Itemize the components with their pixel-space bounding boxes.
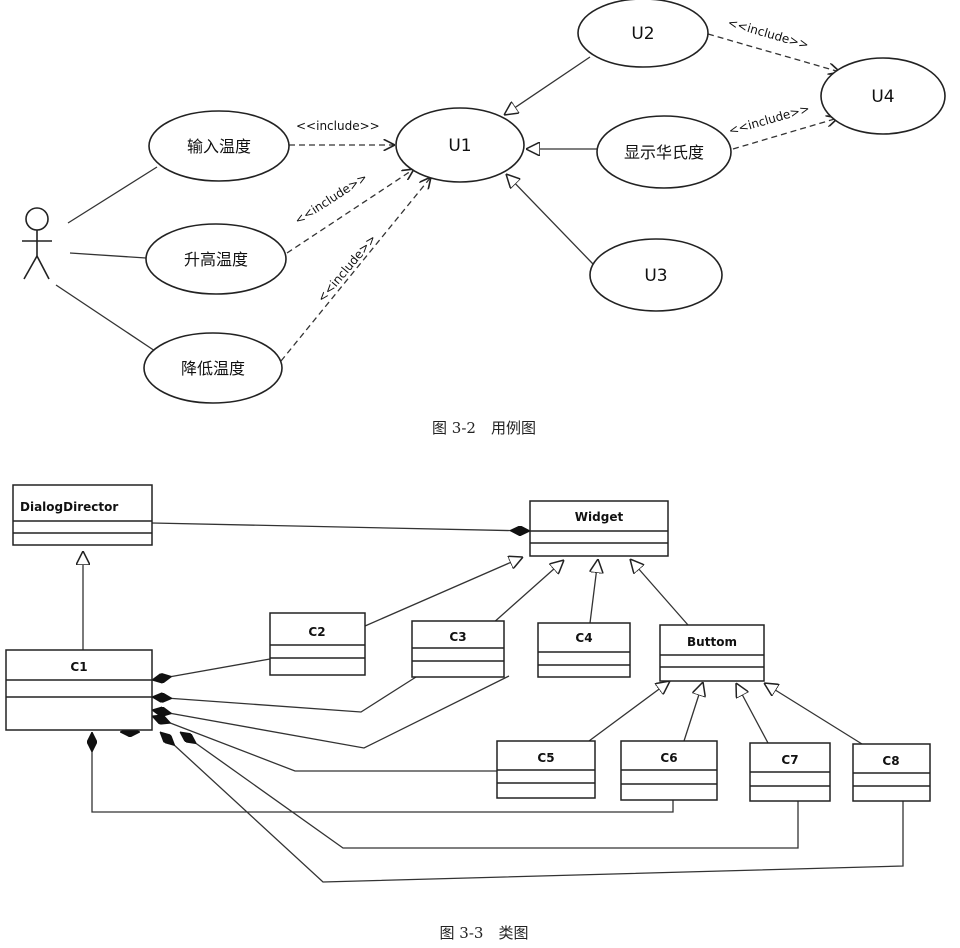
class-buttom-name: Buttom	[687, 635, 737, 649]
generalization-c3-widget	[491, 560, 564, 625]
class-dialogdirector-name: DialogDirector	[20, 500, 118, 514]
generalization-buttom-widget	[630, 559, 689, 626]
association-input-temp	[67, 166, 158, 224]
actor-associations	[55, 166, 158, 352]
association-lower-temp	[55, 284, 156, 352]
class-c8-name: C8	[882, 754, 899, 768]
generalization-u3-u1	[506, 174, 594, 265]
class-c1-name: C1	[70, 660, 87, 674]
aggregation-c1-c3	[152, 676, 417, 713]
class-widget-name: Widget	[575, 510, 624, 524]
class-c4: C4	[537, 622, 631, 678]
include-label-lower-u1: <<include>>	[315, 232, 380, 305]
use-case-u1-label: U1	[448, 136, 471, 156]
include-label-fahrenheit-u4: <<include>>	[727, 101, 811, 138]
generalization-c8-buttom	[764, 683, 863, 745]
use-case-diagram: <<include>> <<include>> <<include>> <<in…	[22, 0, 946, 437]
class-c7-name: C7	[781, 753, 798, 767]
include-arrow-u2-u4	[707, 33, 840, 72]
generalization-u2-u1	[504, 56, 591, 115]
generalization-c4-widget	[590, 559, 598, 624]
class-c6: C6	[620, 740, 718, 801]
aggregation-c1-c5	[152, 716, 497, 772]
use-case-u2-label: U2	[631, 24, 654, 44]
aggregation-c1-c6	[92, 732, 674, 813]
class-c3-name: C3	[449, 630, 466, 644]
aggregation-c1-c2	[152, 658, 271, 680]
use-case-u3-label: U3	[644, 266, 667, 286]
use-case-u4: U4	[820, 57, 946, 135]
association-raise-temp	[69, 252, 147, 259]
aggregation-c1-c4	[152, 675, 510, 749]
include-arrow-fahrenheit-u4	[732, 118, 838, 150]
use-case-u3: U3	[589, 238, 723, 312]
class-diagram: DialogDirector Widget C1 C2 C3	[5, 484, 931, 942]
generalization-c7-buttom	[736, 683, 769, 744]
generalization-c6-buttom	[683, 682, 703, 742]
use-case-lower-temp: 降低温度	[143, 332, 283, 404]
use-case-raise-temp: 升高温度	[145, 223, 287, 295]
include-label-input-u1: <<include>>	[296, 119, 380, 133]
generalization-c5-buttom	[588, 681, 670, 742]
class-c2: C2	[269, 612, 366, 676]
class-c3: C3	[411, 620, 505, 678]
class-c5-name: C5	[537, 751, 554, 765]
class-c1: C1	[5, 649, 153, 731]
use-case-u4-label: U4	[871, 87, 894, 107]
use-case-input-temp: 输入温度	[148, 110, 290, 182]
include-arrow-raise-u1	[286, 169, 414, 254]
class-c6-name: C6	[660, 751, 677, 765]
use-case-diagram-caption: 图 3-2 用例图	[432, 419, 536, 437]
class-diagram-caption: 图 3-3 类图	[440, 924, 529, 942]
class-c4-name: C4	[575, 631, 592, 645]
use-case-u1: U1	[395, 107, 525, 183]
aggregation-c1-c7	[180, 732, 799, 849]
include-arrow-lower-u1	[280, 177, 431, 362]
include-label-u2-u4: <<include>>	[726, 15, 810, 52]
use-case-show-fahrenheit: 显示华氏度	[596, 115, 732, 189]
aggregation-c1-c8	[160, 732, 904, 883]
use-case-input-temp-label: 输入温度	[187, 137, 251, 156]
class-widget: Widget	[529, 500, 669, 557]
use-case-raise-temp-label: 升高温度	[184, 250, 248, 269]
actor-figure	[22, 207, 52, 280]
class-c8: C8	[852, 743, 931, 802]
class-c2-name: C2	[308, 625, 325, 639]
class-c7: C7	[749, 742, 831, 802]
class-c5: C5	[496, 740, 596, 799]
include-label-raise-u1: <<include>>	[292, 170, 370, 227]
use-case-lower-temp-label: 降低温度	[181, 359, 245, 378]
class-dialogdirector: DialogDirector	[12, 484, 153, 546]
class-buttom: Buttom	[659, 624, 765, 682]
generalization-c2-widget	[364, 557, 523, 627]
aggregation-dialogdirector-widget	[151, 522, 530, 531]
use-case-u2: U2	[577, 0, 709, 68]
use-case-show-fahrenheit-label: 显示华氏度	[624, 143, 704, 162]
